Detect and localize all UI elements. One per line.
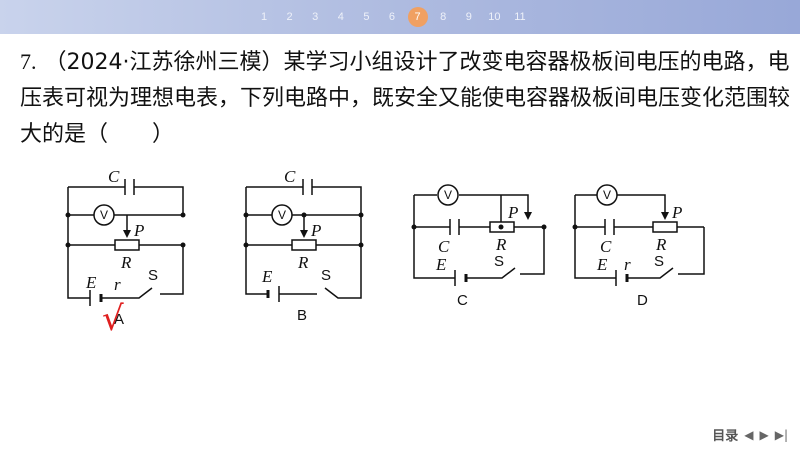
label-emf: E <box>596 255 608 274</box>
label-switch: S <box>494 253 504 270</box>
voltmeter <box>93 204 115 226</box>
circuit-a: C V P R E r S A √ <box>65 167 186 339</box>
voltmeter-symbol: V <box>100 208 108 222</box>
page-button-8[interactable]: 8 <box>440 11 447 23</box>
label-rheostat: R <box>655 235 667 254</box>
circuit-b: C V P R E S B <box>243 167 364 324</box>
voltmeter-symbol: V <box>603 188 611 202</box>
circuit-d: V P C R E r S D <box>572 184 705 309</box>
last-page-button[interactable]: ▶| <box>774 427 788 442</box>
circuit-options: C V P R E r S A √ C V P R E S B <box>65 167 705 339</box>
voltmeter-symbol: V <box>278 208 286 222</box>
page-button-1[interactable]: 1 <box>260 11 268 23</box>
option-label-d: D <box>637 292 648 309</box>
label-switch: S <box>148 267 158 284</box>
page-button-11[interactable]: 11 <box>514 11 526 23</box>
label-slider: P <box>133 221 144 240</box>
rheostat <box>291 239 317 251</box>
label-switch: S <box>321 267 331 284</box>
page-button-5[interactable]: 5 <box>363 11 370 23</box>
page-button-7[interactable]: 7 <box>407 7 428 27</box>
label-rheostat: R <box>495 235 507 254</box>
label-internal-resistance: r <box>114 275 121 294</box>
question-number: 7. <box>20 49 37 74</box>
label-slider: P <box>507 203 518 222</box>
voltmeter <box>596 184 618 206</box>
option-label-b: B <box>297 307 307 324</box>
label-emf: E <box>261 267 273 286</box>
page-button-3[interactable]: 3 <box>312 11 319 23</box>
rheostat <box>114 239 140 251</box>
label-capacitor: C <box>108 167 120 186</box>
question-text: （2024·江苏徐州三模）某学习小组设计了改变电容器极板间电压的电路，电压表可视… <box>20 50 791 147</box>
prev-page-button[interactable]: ◀ <box>744 427 754 442</box>
page-button-4[interactable]: 4 <box>337 11 344 23</box>
next-page-button[interactable]: ▶ <box>759 427 769 442</box>
circuit-c: V P C R E S C <box>411 184 547 309</box>
rheostat <box>652 221 678 233</box>
check-mark: √ <box>102 299 124 339</box>
voltmeter <box>437 184 459 206</box>
voltmeter-symbol: V <box>444 188 452 202</box>
label-capacitor: C <box>438 237 450 256</box>
option-label-c: C <box>457 292 468 309</box>
label-switch: S <box>654 253 664 270</box>
label-rheostat: R <box>297 253 309 272</box>
label-capacitor: C <box>600 237 612 256</box>
page-button-2[interactable]: 2 <box>286 11 293 23</box>
label-capacitor: C <box>284 167 296 186</box>
label-emf: E <box>85 273 97 292</box>
page-button-6[interactable]: 6 <box>388 11 396 23</box>
page-button-9[interactable]: 9 <box>465 11 472 23</box>
label-rheostat: R <box>120 253 132 272</box>
bottom-nav: 目录 ◀ ▶ ▶| <box>706 425 788 445</box>
voltmeter <box>271 204 293 226</box>
label-emf: E <box>435 255 447 274</box>
question: 7.（2024·江苏徐州三模）某学习小组设计了改变电容器极板间电压的电路，电压表… <box>20 44 790 153</box>
page-button-10[interactable]: 10 <box>488 11 501 23</box>
label-internal-resistance: r <box>624 255 631 274</box>
option-label-a: A <box>114 311 124 328</box>
label-slider: P <box>310 221 321 240</box>
label-slider: P <box>671 203 682 222</box>
slider-arrow <box>123 230 131 238</box>
contents-button[interactable]: 目录 <box>712 429 739 444</box>
